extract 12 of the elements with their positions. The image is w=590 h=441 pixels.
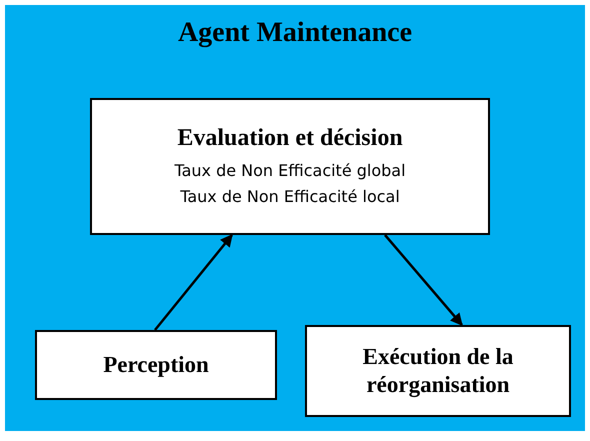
arrow — [384, 234, 463, 326]
arrow — [154, 234, 233, 331]
box-title: Perception — [102, 351, 210, 379]
process-box — [35, 330, 277, 400]
process-box — [90, 98, 490, 235]
box-title: Evaluation et décision — [176, 124, 404, 152]
panel-title: Agent Maintenance — [178, 19, 412, 47]
box-title: Exécution de la réorganisation — [362, 343, 514, 399]
box-text: Taux de Non Efficacité global — [173, 160, 407, 182]
agent-panel — [5, 5, 585, 431]
process-box — [305, 325, 571, 417]
box-text: Taux de Non Efficacité local — [179, 186, 401, 208]
